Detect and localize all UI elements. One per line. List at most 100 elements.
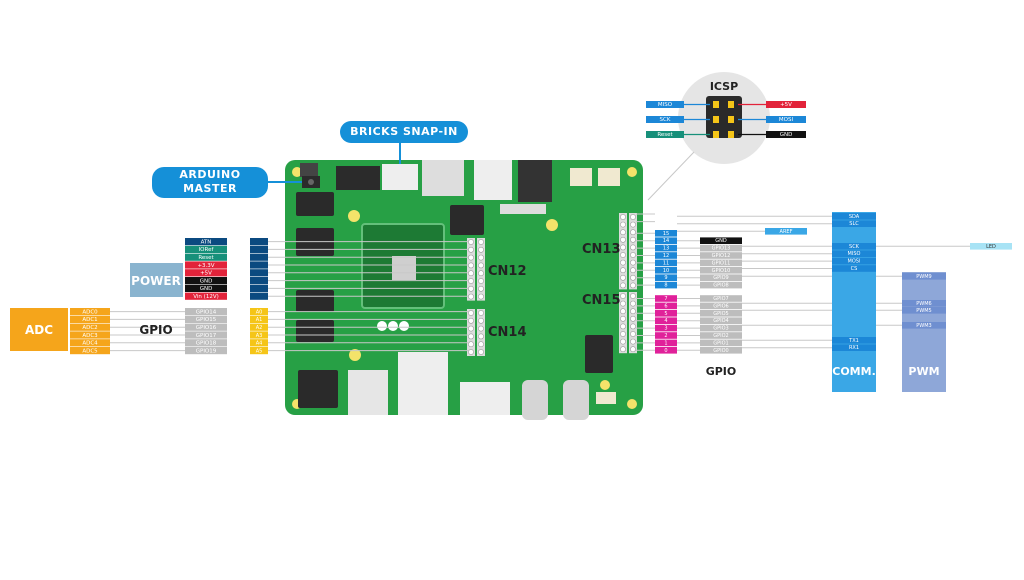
logo	[377, 321, 409, 331]
comm-sck-box	[832, 243, 876, 250]
ethernet-port	[398, 352, 448, 415]
adc-pin-5: ADC5	[82, 348, 98, 354]
analog-pin-3: A3	[256, 333, 263, 339]
right-gpio-2: GPIO12	[712, 253, 731, 259]
cn13-left-pin	[620, 229, 626, 236]
cn13-left-pin	[620, 214, 626, 220]
mounting-hole	[546, 219, 558, 231]
cn12-left-pin	[468, 246, 474, 253]
icsp-right-1-box	[766, 116, 806, 123]
pwm-group-box	[902, 272, 946, 392]
icsp-right-0-box	[766, 101, 806, 108]
power-pin-marker	[250, 269, 268, 277]
pin-number-0-box	[655, 347, 677, 354]
cn12-right-pin	[478, 262, 484, 269]
right-gpio-1: GPIO13	[712, 246, 731, 252]
icsp-left-0-box	[646, 101, 684, 108]
analog-pin-0-box	[250, 308, 268, 316]
icsp-right-2-box	[766, 131, 806, 138]
power-pin-5-box	[185, 269, 227, 277]
power-pin-6: GND	[200, 278, 213, 284]
callout-arduino-reset: ARDUINO MASTER RESET	[152, 167, 268, 209]
right-gpio-0-box	[700, 237, 742, 244]
power-pin-marker	[250, 253, 268, 261]
comm-miso: MISO	[848, 251, 861, 257]
pwm-group-label: PWM	[908, 365, 939, 378]
power-pin-marker	[250, 284, 268, 292]
usb-c	[563, 380, 589, 420]
pwm-pwm9: PWM9	[916, 274, 931, 280]
cn13-right-pin	[630, 221, 636, 228]
power-pin-4-box	[185, 261, 227, 269]
pin-number-1: 1	[664, 340, 667, 346]
icsp-right-2: GND	[780, 132, 793, 138]
adc-pin-5-box	[70, 347, 110, 355]
cn13-left-pin	[620, 267, 626, 274]
right-gpio-14-box	[700, 347, 742, 354]
power-pin-6-box	[185, 277, 227, 285]
cn15-left-pin	[620, 315, 626, 322]
cn15-left	[619, 292, 627, 354]
right-gpio-11: GPIO3	[713, 326, 728, 332]
chip	[585, 335, 613, 373]
cn12-left-pin	[468, 270, 474, 277]
cn12-right-pin	[478, 246, 484, 253]
pin-number-3-box	[655, 324, 677, 332]
pin-number-6: 6	[664, 303, 667, 309]
pin-number-12-box	[655, 252, 677, 259]
comm-cs-box	[832, 265, 876, 272]
cn13-left-pin	[620, 259, 626, 266]
cn13-right-pin	[630, 214, 636, 220]
component	[300, 163, 318, 177]
mounting-hole	[349, 349, 361, 361]
chip	[296, 320, 334, 342]
power-pin-8-box	[185, 292, 227, 300]
usb-port-top2	[474, 160, 512, 200]
cn14-right-pin	[478, 310, 484, 316]
icsp-left-2: Reset	[657, 132, 673, 138]
cn15-left-pin	[620, 323, 626, 330]
cn13-right-pin	[630, 274, 636, 281]
cn14-right-pin	[478, 317, 484, 324]
pin-number-5-box	[655, 310, 677, 317]
right-gpio-12-box	[700, 332, 742, 339]
pwm-pwm3: PWM3	[916, 323, 931, 329]
cn15-right-pin	[630, 338, 636, 345]
soc-die	[392, 256, 416, 280]
cn13-left-pin	[620, 252, 626, 258]
pin-number-14-box	[655, 237, 677, 244]
board	[285, 160, 643, 420]
led-label-box	[970, 243, 1012, 250]
pin-number-15: 15	[663, 231, 669, 237]
cn12-right-pin	[478, 285, 484, 292]
pin-number-8-box	[655, 281, 677, 289]
pin-number-9: 9	[664, 275, 667, 281]
power-pin-3-box	[185, 253, 227, 261]
cn13-right-pin	[630, 259, 636, 266]
left-gpio-pin-3: GPIO17	[196, 333, 217, 339]
cn12-left-pin	[468, 239, 474, 245]
cn12-left-pin	[468, 262, 474, 269]
callout-bricks-snap-in: BRICKS SNAP-IN	[340, 121, 468, 143]
adc-group-label: ADC	[25, 323, 53, 337]
left-gpio-pin-5-box	[185, 347, 227, 355]
power-pin-marker	[250, 245, 268, 253]
adc-pin-1-box	[70, 315, 110, 323]
power-pin-3: Reset	[198, 255, 214, 261]
cn14-left-pin	[468, 349, 474, 355]
adc-pin-2-box	[70, 323, 110, 331]
right-gpio-8: GPIO6	[713, 303, 728, 309]
power-jack	[518, 160, 552, 202]
analog-pin-2-box	[250, 323, 268, 331]
right-gpio-7: GPIO7	[713, 296, 728, 302]
power-group-box	[130, 263, 183, 297]
icsp-left-2-box	[646, 131, 684, 138]
callout-reset-line1: ARDUINO MASTER	[179, 168, 241, 195]
pin-number-2: 2	[664, 333, 667, 339]
cn13-left-pin	[620, 236, 626, 243]
adc-group-box	[10, 308, 68, 351]
comm-slc: SLC	[849, 221, 859, 227]
power-pin-7: GND	[200, 286, 213, 292]
